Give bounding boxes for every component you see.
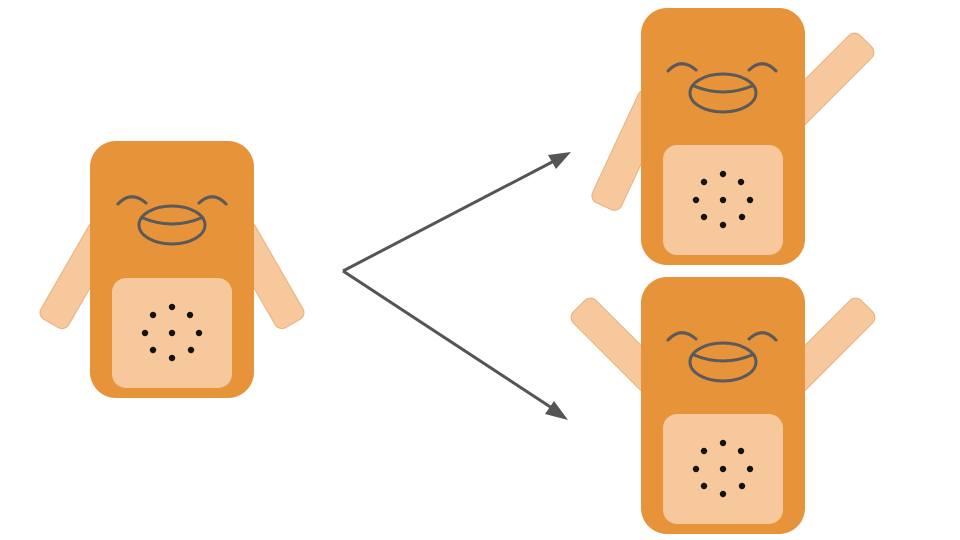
mouth [137,204,207,246]
arrowhead-bottom [545,401,568,420]
left-eye [666,331,698,342]
left-eye [116,195,148,206]
speaker-grille [692,170,754,229]
robot-face [666,331,778,383]
arrow-to-top [342,158,557,273]
robot-face [116,195,228,246]
right-eye [197,195,228,206]
mouth [688,72,758,114]
left-eye [666,62,698,73]
robot-figure-one-arm-up [591,8,875,265]
mouth-line [141,216,203,226]
arrow-to-bottom [342,269,556,412]
right-eye [747,331,778,342]
robot-face [666,62,778,114]
speaker-grille [692,439,754,498]
robot-figure-arms-down [39,141,305,398]
arrows [342,152,571,420]
mouth [688,341,758,383]
robot-figure-both-arms-up [570,277,876,534]
speaker-grille [141,303,203,362]
right-eye [747,62,778,73]
mouth-line [692,84,754,94]
arrowhead-top [548,152,571,169]
mouth-line [692,353,754,363]
